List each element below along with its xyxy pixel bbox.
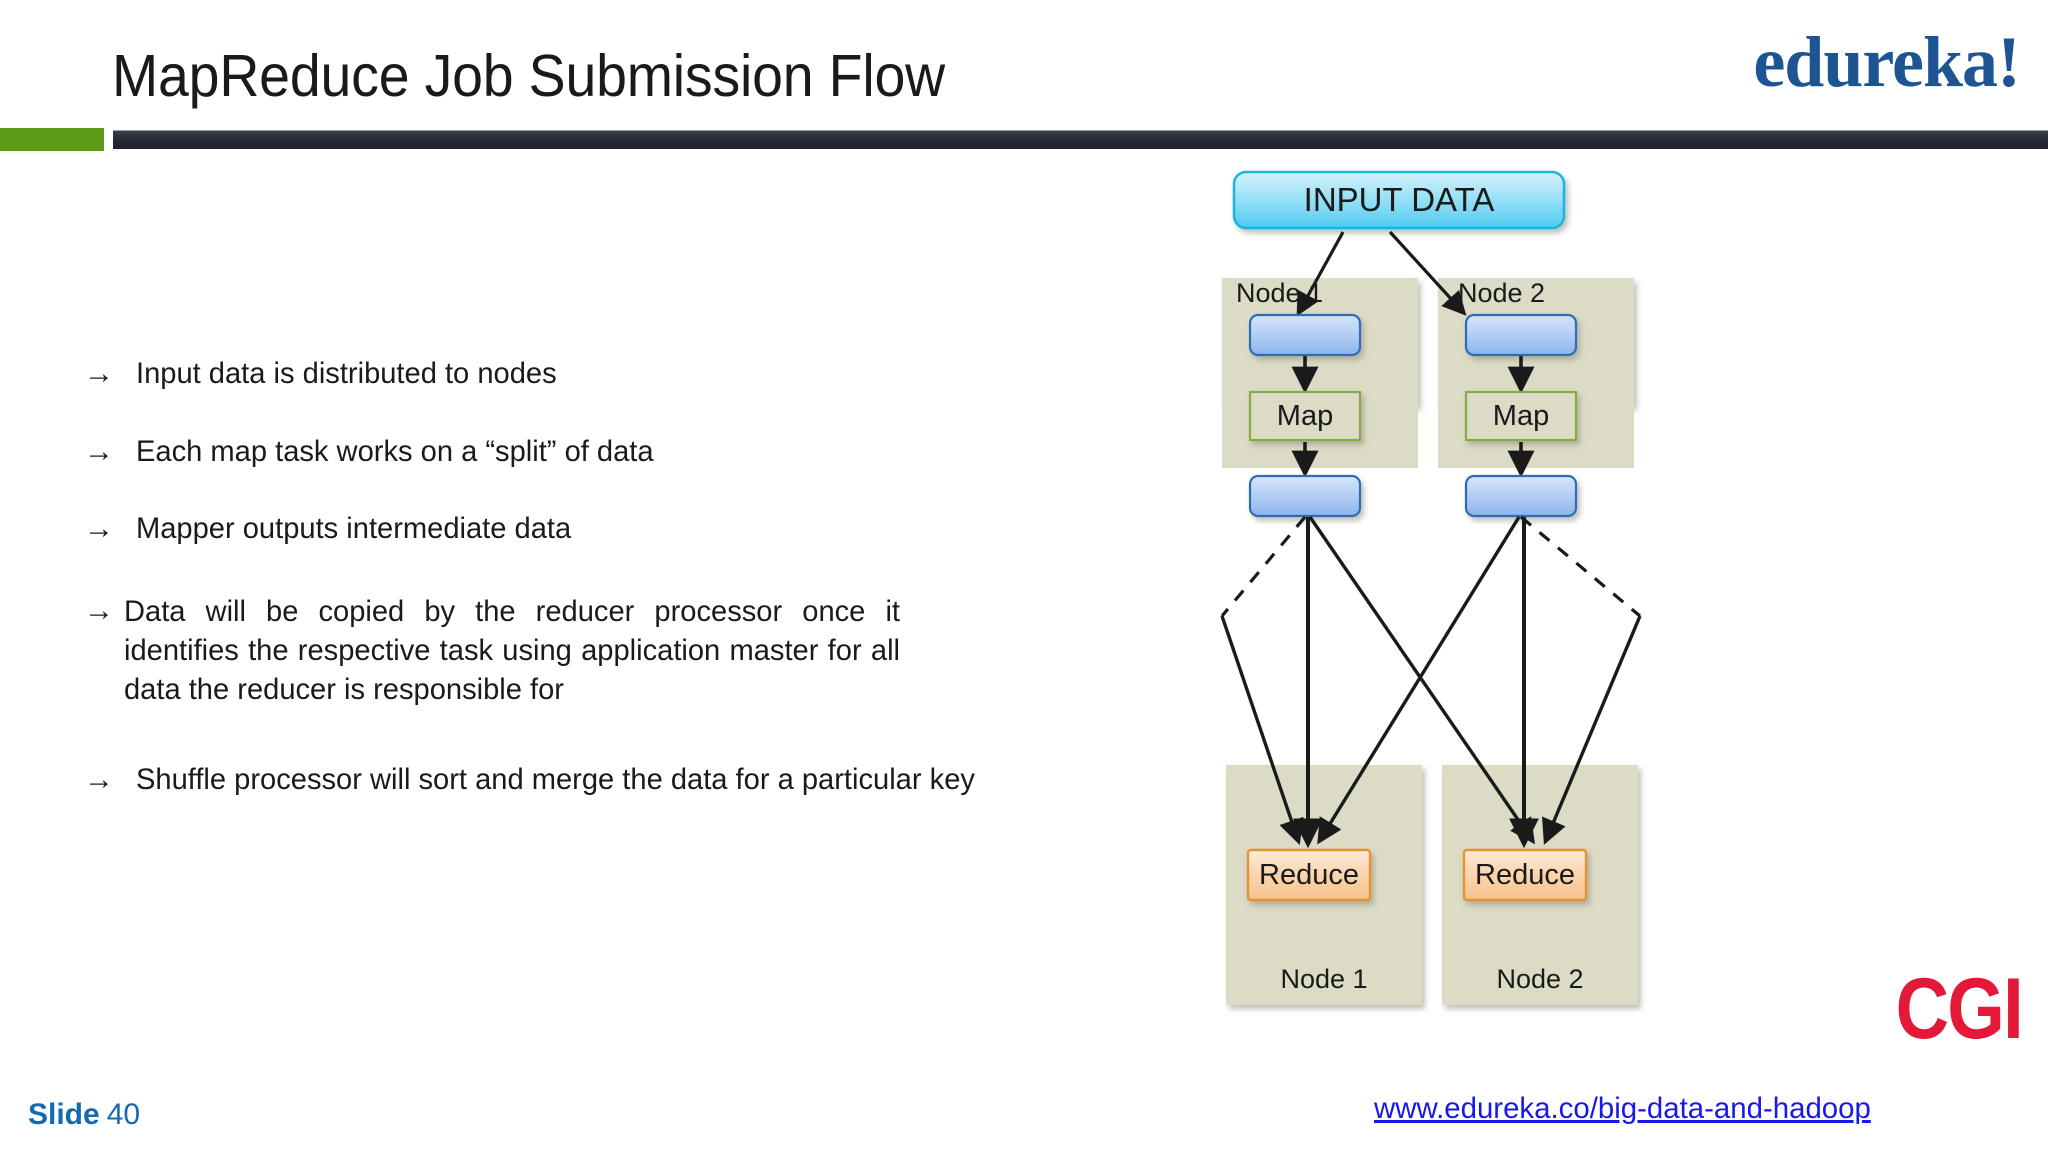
intermediate-box-1: [1248, 474, 1362, 518]
list-item-label: Data will be copied by the reducer proce…: [124, 594, 900, 706]
reduce-box-2: [1462, 848, 1588, 902]
reduce-label-1: Reduce: [1259, 859, 1359, 891]
arrow-input-to-node2: [1388, 230, 1467, 316]
node-label-bottom-2: Node 2: [1496, 964, 1583, 994]
arrow-bullet-icon: →: [84, 593, 114, 627]
arrow-map2-to-reduce1: [1317, 516, 1521, 845]
shuffle-dashed-right: [1519, 515, 1642, 618]
shuffle-solid-left-to-reduce1: [1220, 615, 1304, 846]
slide-number-label: Slide: [28, 1098, 100, 1131]
shuffle-solid-right-to-reduce2: [1542, 615, 1642, 845]
header-rule-green: [0, 128, 104, 151]
page-title: MapReduce Job Submission Flow: [112, 43, 946, 109]
list-item: → Mapper outputs intermediate data: [84, 510, 1164, 548]
input-data-box: [1232, 170, 1566, 230]
list-item-label: Shuffle processor will sort and merge th…: [136, 762, 975, 796]
bullet-list: → Input data is distributed to nodes → E…: [84, 355, 1164, 834]
list-item: → Shuffle processor will sort and merge …: [84, 761, 1164, 799]
mapreduce-flow-diagram: INPUT DATA Node 1 Node 2 Map Map: [1210, 160, 1670, 1060]
list-item: → Each map task works on a “split” of da…: [84, 433, 1164, 471]
split-box-1: [1248, 313, 1362, 357]
node-label-bottom-1: Node 1: [1280, 964, 1367, 994]
reduce-box-1: [1246, 848, 1372, 902]
arrow-bullet-icon: →: [84, 762, 114, 796]
arrow-bullet-icon: →: [84, 512, 114, 545]
course-url-link[interactable]: www.edureka.co/big-data-and-hadoop: [1374, 1092, 1871, 1125]
arrow-bullet-icon: →: [84, 357, 114, 390]
list-item-label: Input data is distributed to nodes: [136, 357, 557, 390]
intermediate-box-2: [1464, 474, 1578, 518]
reduce-label-2: Reduce: [1475, 859, 1575, 891]
list-item-label: Mapper outputs intermediate data: [136, 512, 572, 545]
list-item: → Input data is distributed to nodes: [84, 355, 1164, 393]
map-box-2: [1464, 390, 1578, 442]
list-item: → Data will be copied by the reducer pro…: [84, 592, 1164, 709]
header-rule-dark: [113, 130, 2048, 149]
map-label-2: Map: [1493, 400, 1549, 432]
slide-number-value: 40: [106, 1098, 141, 1131]
node-label-top-1: Node 1: [1236, 278, 1323, 308]
input-data-label: INPUT DATA: [1304, 181, 1495, 218]
arrow-input-to-node1: [1296, 231, 1345, 317]
map-box-1: [1248, 390, 1362, 442]
node-label-top-2: Node 2: [1458, 278, 1545, 308]
split-box-2: [1464, 313, 1578, 357]
list-item-label: Each map task works on a “split” of data: [136, 434, 654, 468]
edureka-logo: edureka!: [1753, 22, 2021, 102]
shuffle-dashed-left: [1220, 515, 1307, 618]
arrow-bullet-icon: →: [84, 434, 114, 468]
map-label-1: Map: [1277, 400, 1333, 432]
cgi-logo: CGI: [1895, 961, 2024, 1057]
